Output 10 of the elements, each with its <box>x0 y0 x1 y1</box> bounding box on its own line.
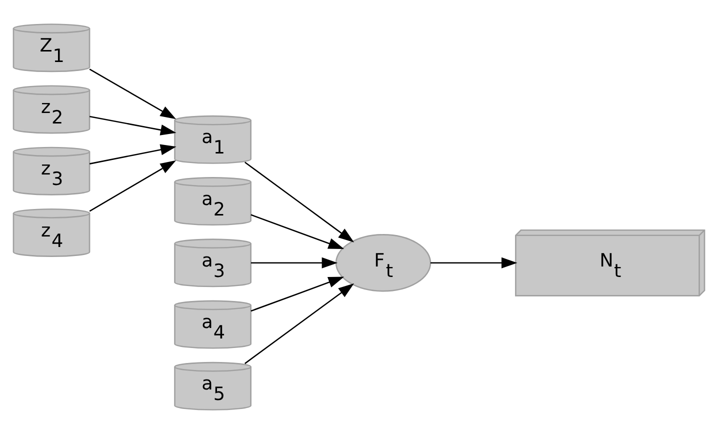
arrow <box>89 68 176 120</box>
arrow <box>244 162 354 242</box>
arrow <box>244 283 354 364</box>
arrow <box>89 160 176 212</box>
arrow <box>250 214 344 249</box>
arrow <box>90 116 176 136</box>
arrow <box>250 276 344 312</box>
arrow <box>89 144 176 164</box>
arrow <box>430 257 518 268</box>
arrow <box>250 257 338 268</box>
